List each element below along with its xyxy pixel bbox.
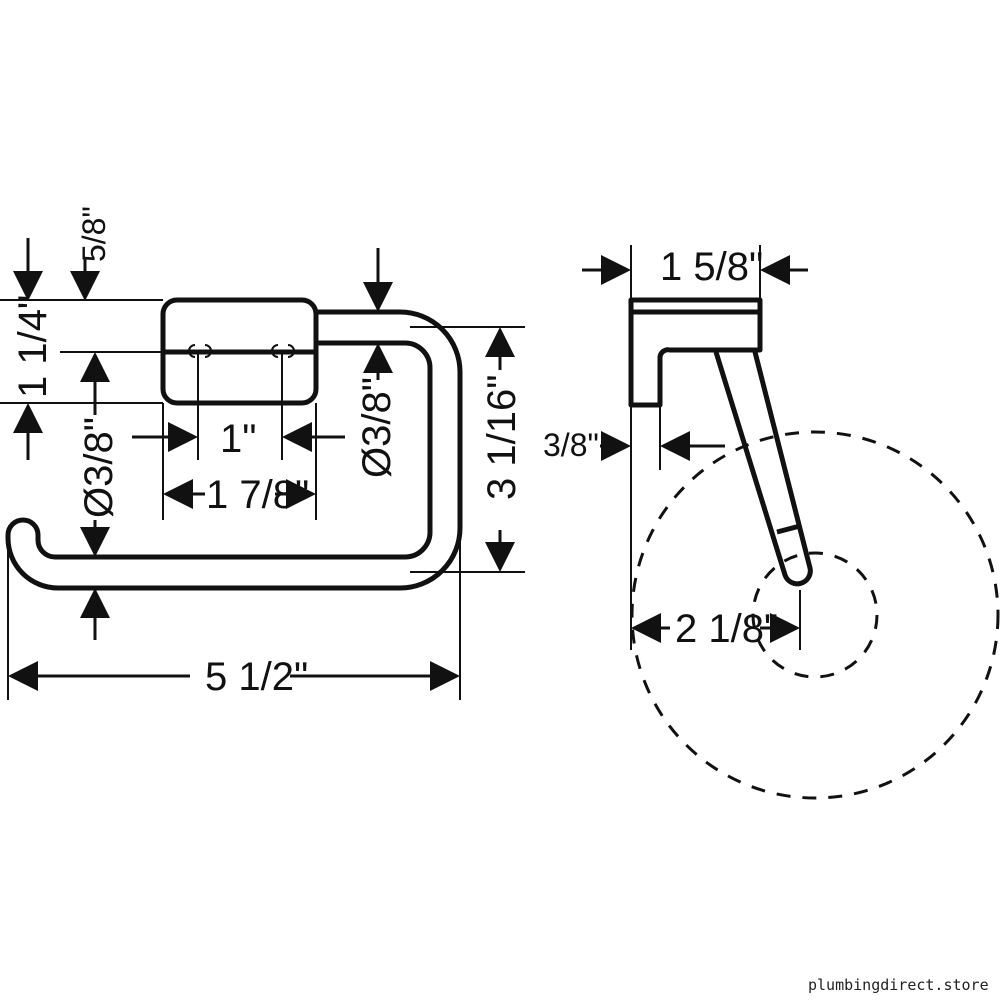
front-height-label: 3 1/16" <box>480 375 524 500</box>
side-mount-width-label: 1 5/8" <box>660 245 763 289</box>
watermark: plumbingdirect.store <box>808 976 989 994</box>
front-bar-dia-right-label: Ø3/8" <box>355 377 399 478</box>
side-holder-arm <box>713 351 813 587</box>
front-overall-width-label: 5 1/2" <box>205 655 308 699</box>
side-roll-core <box>751 551 879 679</box>
side-view: 1 5/8" 3/8" 2 1/8" <box>543 245 1000 800</box>
side-mount-block <box>628 297 763 408</box>
front-screw-hole-right <box>271 344 295 358</box>
front-bracket-width-label: 1 7/8" <box>206 473 309 517</box>
side-projection-label: 2 1/8" <box>675 607 778 651</box>
front-bar-dia-left-label: Ø3/8" <box>77 417 121 518</box>
front-top-offset-label: 5/8" <box>76 206 112 262</box>
front-bracket-height-label: 1 1/4" <box>11 295 55 398</box>
front-screw-hole-left <box>188 344 212 358</box>
front-holder-bar <box>5 309 463 591</box>
front-hole-spacing-label: 1" <box>220 417 256 461</box>
front-view: 5/8" 1 1/4" Ø3/8" 1" 1 7/8" Ø3/8" 3 1/16… <box>0 206 525 700</box>
side-wall-offset-label: 3/8" <box>543 427 599 463</box>
